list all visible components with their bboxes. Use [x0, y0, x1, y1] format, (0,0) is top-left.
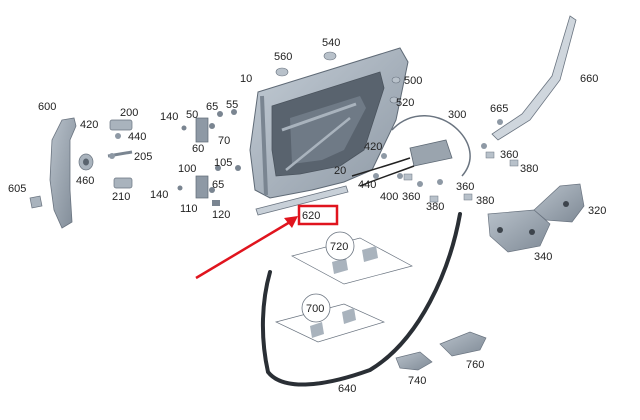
label-320: 320 — [588, 205, 606, 217]
lower-hinge[interactable] — [177, 165, 222, 206]
label-50: 50 — [186, 109, 198, 121]
label-55: 55 — [226, 99, 238, 111]
label-500: 500 — [404, 75, 422, 87]
plug-520[interactable] — [389, 96, 399, 104]
label-380-b: 380 — [426, 201, 444, 213]
label-640: 640 — [338, 383, 356, 395]
door-seal-640[interactable] — [260, 212, 462, 387]
label-20: 20 — [334, 165, 346, 177]
door-shell[interactable] — [249, 47, 409, 199]
label-340: 340 — [534, 251, 552, 263]
label-360-c: 360 — [456, 181, 474, 193]
label-700: 700 — [306, 303, 324, 315]
label-740: 740 — [408, 375, 426, 387]
label-420-lock: 420 — [364, 141, 382, 153]
label-70: 70 — [218, 135, 230, 147]
label-440-left: 440 — [128, 131, 146, 143]
kit-720[interactable] — [291, 231, 413, 285]
label-720: 720 — [330, 241, 348, 253]
label-65-upper: 65 — [206, 101, 218, 113]
label-380-a: 380 — [520, 163, 538, 175]
label-100: 100 — [178, 163, 196, 175]
label-520: 520 — [396, 97, 414, 109]
label-300: 300 — [448, 109, 466, 121]
label-60: 60 — [192, 143, 204, 155]
grommet-460[interactable] — [78, 153, 94, 171]
label-105: 105 — [214, 157, 232, 169]
plug-500[interactable] — [391, 76, 401, 84]
handle-bracket-420[interactable] — [109, 119, 133, 131]
label-400: 400 — [380, 191, 398, 203]
hinge-bolt-55[interactable] — [231, 109, 237, 115]
label-380-c: 380 — [476, 195, 494, 207]
label-65-lower: 65 — [212, 179, 224, 191]
label-540: 540 — [322, 37, 340, 49]
kit-700[interactable] — [274, 293, 385, 343]
label-560: 560 — [274, 51, 292, 63]
label-620: 620 — [302, 210, 320, 222]
inner-handle-740[interactable] — [395, 351, 433, 371]
lock-wiring-harness[interactable] — [351, 115, 519, 203]
label-605: 605 — [8, 183, 26, 195]
label-210: 210 — [112, 191, 130, 203]
cap-210[interactable] — [113, 177, 133, 189]
label-360-a: 360 — [500, 149, 518, 161]
label-420-left: 420 — [80, 119, 98, 131]
clip-605[interactable] — [29, 195, 43, 209]
pad-320[interactable] — [533, 183, 585, 223]
sill-strip[interactable] — [255, 185, 349, 216]
hinge-bolt-105[interactable] — [235, 165, 241, 171]
label-205: 205 — [134, 151, 152, 163]
label-760: 760 — [466, 359, 484, 371]
plug-560[interactable] — [275, 67, 289, 77]
label-440-lock: 440 — [358, 179, 376, 191]
label-665: 665 — [490, 103, 508, 115]
label-110: 110 — [180, 203, 198, 215]
screw-440[interactable] — [115, 133, 121, 139]
trim-piece-600[interactable] — [49, 117, 77, 229]
inner-handle-760[interactable] — [439, 331, 487, 357]
label-200: 200 — [120, 107, 138, 119]
label-140-lower: 140 — [150, 189, 168, 201]
label-660: 660 — [580, 73, 598, 85]
pad-340[interactable] — [487, 209, 551, 253]
plug-540[interactable] — [323, 51, 337, 61]
window-channel-660[interactable] — [491, 15, 577, 141]
label-460: 460 — [76, 175, 94, 187]
label-360-b: 360 — [402, 191, 420, 203]
highlight-620 — [195, 204, 339, 280]
rod-205[interactable] — [107, 150, 133, 159]
label-140-upper: 140 — [160, 111, 178, 123]
label-10: 10 — [240, 73, 252, 85]
label-600: 600 — [38, 101, 56, 113]
callout-labels: 10 20 50 55 60 65 65 70 100 105 110 120 … — [8, 37, 606, 395]
upper-hinge[interactable] — [181, 111, 224, 143]
label-120: 120 — [212, 209, 230, 221]
